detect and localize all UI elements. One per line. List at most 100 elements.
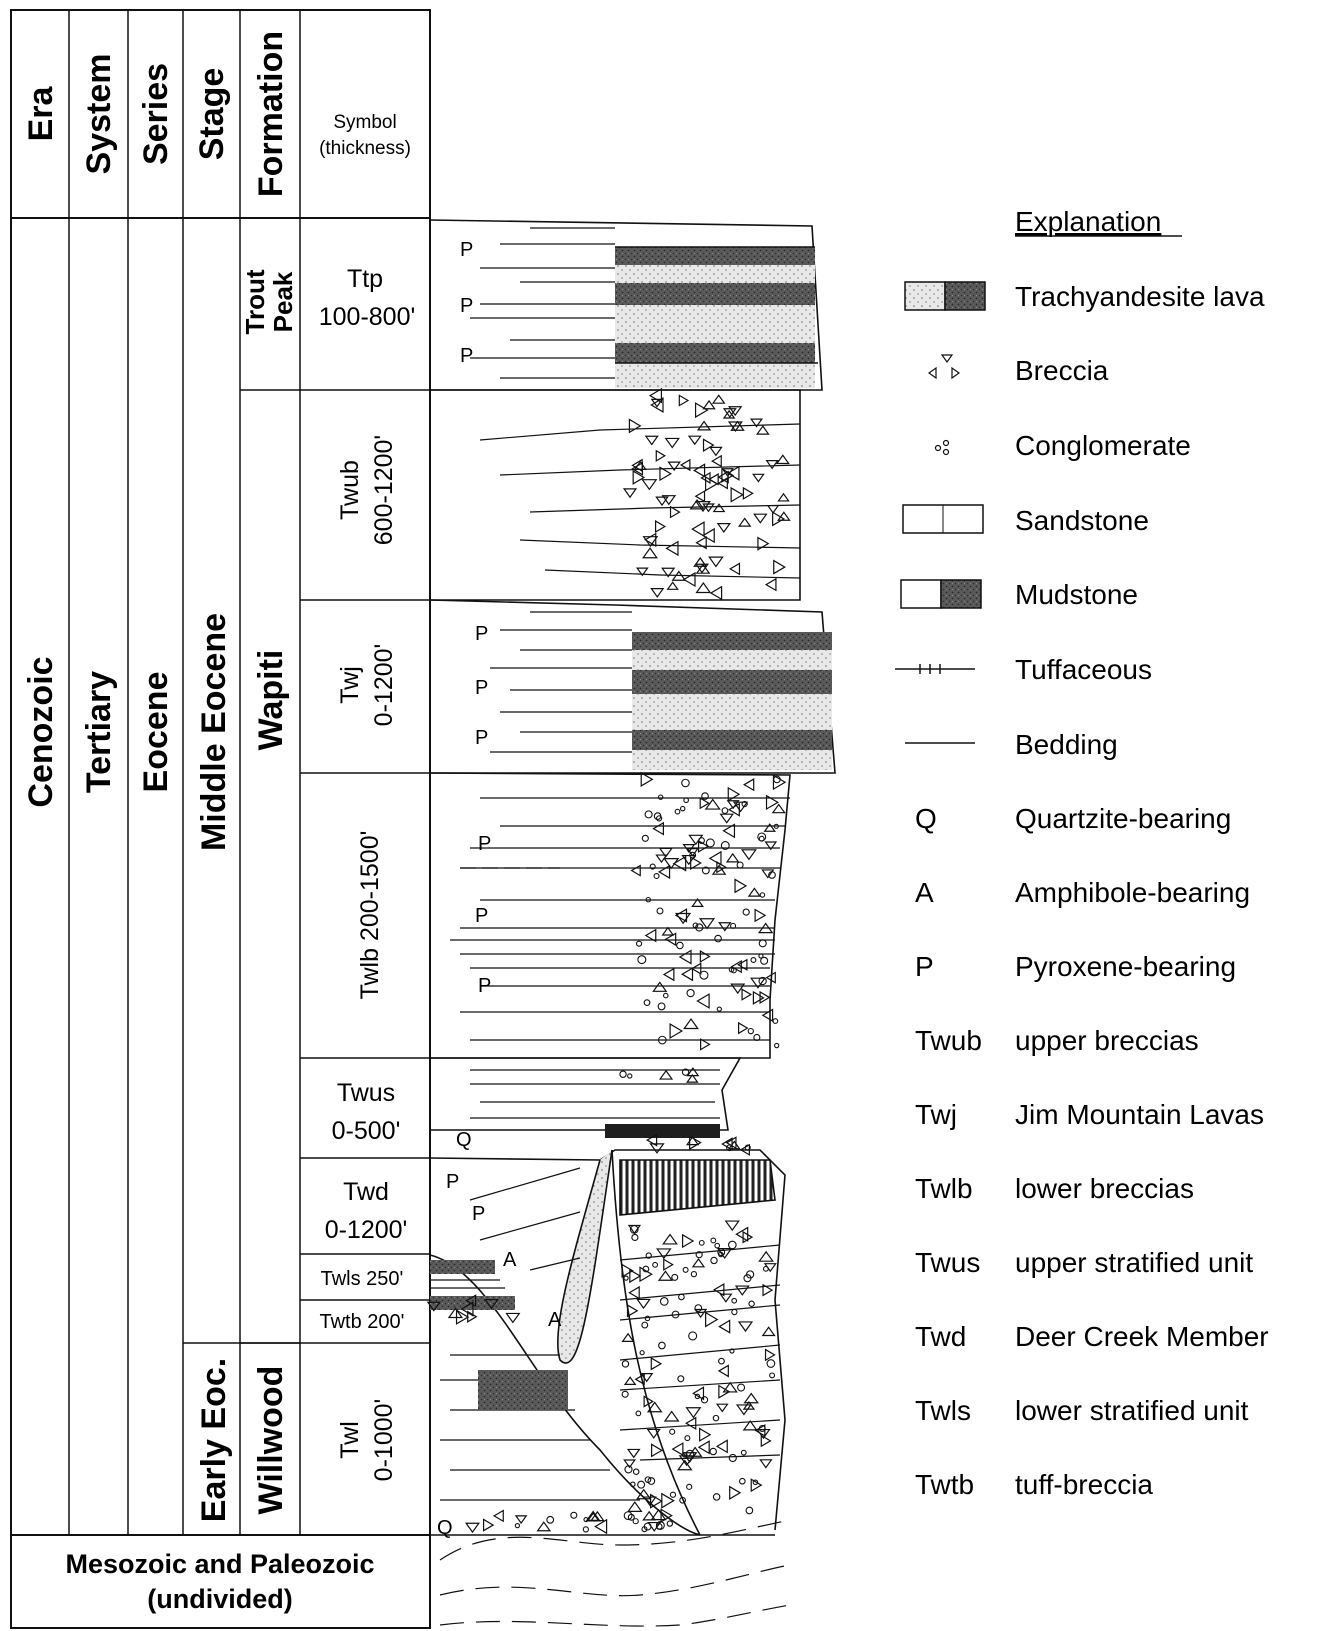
breccia-clast (657, 864, 671, 880)
conglomerate-clast (736, 861, 744, 869)
breccia-clast (636, 567, 649, 577)
conglomerate-clast (641, 1321, 649, 1329)
breccia-clast (465, 1294, 477, 1308)
unit-twlb: Twlb 200-1500' (356, 831, 384, 1000)
breccia-clast (686, 848, 699, 857)
conglomerate-clast (679, 805, 686, 812)
breccia-clast (721, 468, 734, 478)
breccia-clast (426, 1301, 441, 1312)
conglomerate-clast (716, 1006, 722, 1012)
breccia-clast (623, 1376, 637, 1385)
breccia-clast (669, 505, 681, 519)
basement-line-2: (undivided) (147, 1584, 292, 1614)
conglomerate-clast (677, 1375, 685, 1383)
breccia-clast (761, 1008, 774, 1023)
breccia-clast (685, 1407, 702, 1419)
conglomerate-clast (684, 1435, 691, 1442)
legend-label-tuffaceous: Tuffaceous (1015, 654, 1152, 685)
breccia-clast (690, 962, 702, 975)
conglomerate-clast (669, 1428, 676, 1435)
breccia-clast (761, 869, 775, 879)
conglomerate-clast (744, 1144, 751, 1151)
header-thickness: (thickness) (319, 138, 411, 159)
legend: Explanation (895, 206, 1269, 1500)
ttp-lava-band-5 (615, 343, 815, 363)
formation-peak: Peak (268, 271, 298, 332)
breccia-clast (649, 1493, 663, 1509)
breccia-clast (693, 1308, 708, 1319)
letter-a-twd-2: A (548, 1309, 562, 1331)
unit-twd-symbol: Twd (343, 1178, 389, 1206)
breccia-clast (646, 1133, 658, 1147)
twj-lava-band-1 (632, 632, 832, 650)
breccia-clast (698, 918, 716, 930)
conglomerate-clast (728, 1453, 737, 1463)
conglomerate-clast (645, 1252, 652, 1259)
conglomerate-clast (583, 1516, 589, 1523)
breccia-clast (777, 511, 791, 521)
breccia-clast-field (426, 387, 791, 1535)
conglomerate-clast (701, 792, 709, 800)
breccia-clast (674, 908, 688, 923)
conglomerate-clast (698, 837, 705, 844)
conglomerate-clast (762, 1265, 769, 1272)
conglomerate-clast (659, 1297, 669, 1306)
header-series: Series (137, 63, 175, 165)
breccia-clast (718, 1319, 731, 1334)
series-eocene: Eocene (137, 672, 175, 793)
conglomerate-clast (682, 1266, 689, 1273)
breccia-clast (536, 1521, 552, 1532)
breccia-clast (686, 1073, 699, 1083)
letter-p-twd-2: P (472, 1203, 485, 1225)
breccia-clast (727, 421, 743, 432)
basement-line-1: Mesozoic and Paleozoic (65, 1549, 374, 1579)
breccia-clast (694, 563, 710, 574)
legend-title: Explanation (1015, 206, 1161, 237)
conglomerate-clast (737, 1383, 746, 1392)
letter-p-twlb-3: P (478, 975, 491, 997)
breccia-clast (718, 1384, 731, 1399)
ttp-lava-band-4 (615, 305, 815, 343)
unit-twl-thickness: 0-1000' (370, 1399, 398, 1482)
breccia-clast (726, 800, 740, 810)
breccia-clast (765, 971, 776, 984)
tuffaceous-line (895, 664, 975, 674)
breccia-clast (749, 418, 763, 428)
legend-desc-twls: lower stratified unit (1015, 1395, 1249, 1426)
breccia-clast (694, 402, 709, 419)
breccia-clast (716, 522, 731, 534)
breccia-clast (669, 1023, 684, 1040)
conglomerate-clast (709, 1447, 717, 1456)
breccia-clast (695, 581, 712, 594)
breccia-clast (651, 1443, 663, 1458)
breccia-clast (764, 577, 777, 592)
breccia-clast (697, 1440, 710, 1455)
conglomerate-clast (701, 866, 710, 875)
breccia-clast (483, 1298, 499, 1310)
breccia-clast (722, 823, 736, 839)
breccia-clast (691, 1257, 706, 1268)
breccia-clast (766, 504, 780, 514)
conglomerate-clast (758, 953, 764, 959)
breccia-clast (658, 1069, 674, 1080)
breccia-clast (735, 1404, 752, 1416)
unit-twl-symbol: Twl (336, 1421, 364, 1459)
breccia-clast (691, 521, 705, 538)
conglomerate-clast (769, 1372, 776, 1379)
conglomerate-clast (758, 939, 767, 948)
conglomerate-clast (681, 778, 690, 788)
mudstone-swatch (900, 579, 982, 609)
breccia-clast (675, 912, 692, 925)
breccia-clast (689, 498, 705, 510)
conglomerate-clast (721, 807, 729, 815)
conglomerate-clast (657, 1002, 666, 1011)
breccia-clast (630, 864, 641, 877)
breccia-clast (734, 1285, 750, 1296)
legend-label-sandstone: Sandstone (1015, 505, 1149, 536)
breccia-clast (657, 1270, 674, 1281)
breccia-clast (759, 1459, 773, 1469)
breccia-clast (639, 1266, 653, 1283)
breccia-clast (685, 1416, 697, 1430)
breccia-clast (741, 988, 753, 1001)
unit-twus-thickness: 0-500' (332, 1117, 401, 1145)
